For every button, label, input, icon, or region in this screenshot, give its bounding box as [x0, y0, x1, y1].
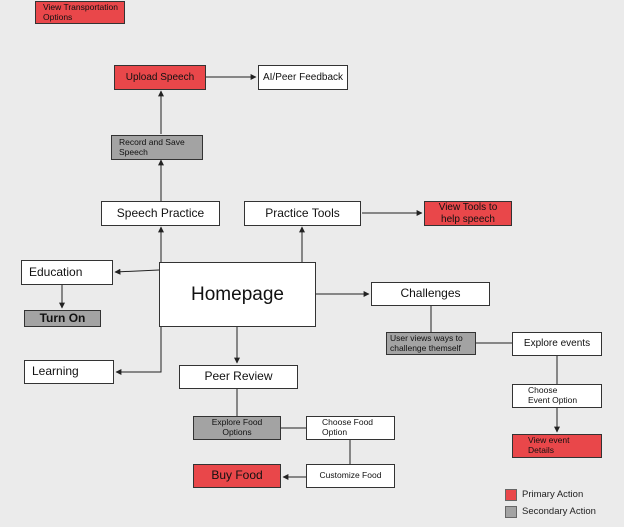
peer-review-node: Peer Review	[179, 365, 298, 389]
choose-food-option-node: Choose Food Option	[306, 416, 395, 440]
view-tools-node: View Tools to help speech	[424, 201, 512, 226]
challenges-node: Challenges	[371, 282, 490, 306]
secondary-action-swatch	[505, 506, 517, 518]
practice-tools-node: Practice Tools	[244, 201, 361, 226]
arrow-homepage-learning	[115, 327, 162, 375]
homepage-node: Homepage	[159, 262, 316, 327]
explore-events-node: Explore events	[512, 332, 602, 356]
arrow-homepage-education	[114, 268, 160, 275]
explore-food-options-node: Explore Food Options	[193, 416, 281, 440]
secondary-action-legend-label: Secondary Action	[522, 506, 596, 517]
upload-speech-node: Upload Speech	[114, 65, 206, 90]
primary-action-legend-label: Primary Action	[522, 489, 584, 500]
user-views-ways-node: User views ways to challenge themself	[386, 332, 476, 355]
record-save-speech-node: Record and Save Speech	[111, 135, 203, 160]
education-node: Education	[21, 260, 113, 285]
choose-event-option-node: Choose Event Option	[512, 384, 602, 408]
ai-peer-feedback-node: AI/Peer Feedback	[258, 65, 348, 90]
primary-action-swatch	[505, 489, 517, 501]
view-transportation-options-node: View Transportation Options	[35, 1, 125, 24]
customize-food-node: Customize Food	[306, 464, 395, 488]
learning-node: Learning	[24, 360, 114, 384]
view-event-details-node: View event Details	[512, 434, 602, 458]
turn-on-node: Turn On	[24, 310, 101, 327]
buy-food-node: Buy Food	[193, 464, 281, 488]
speech-practice-node: Speech Practice	[101, 201, 220, 226]
